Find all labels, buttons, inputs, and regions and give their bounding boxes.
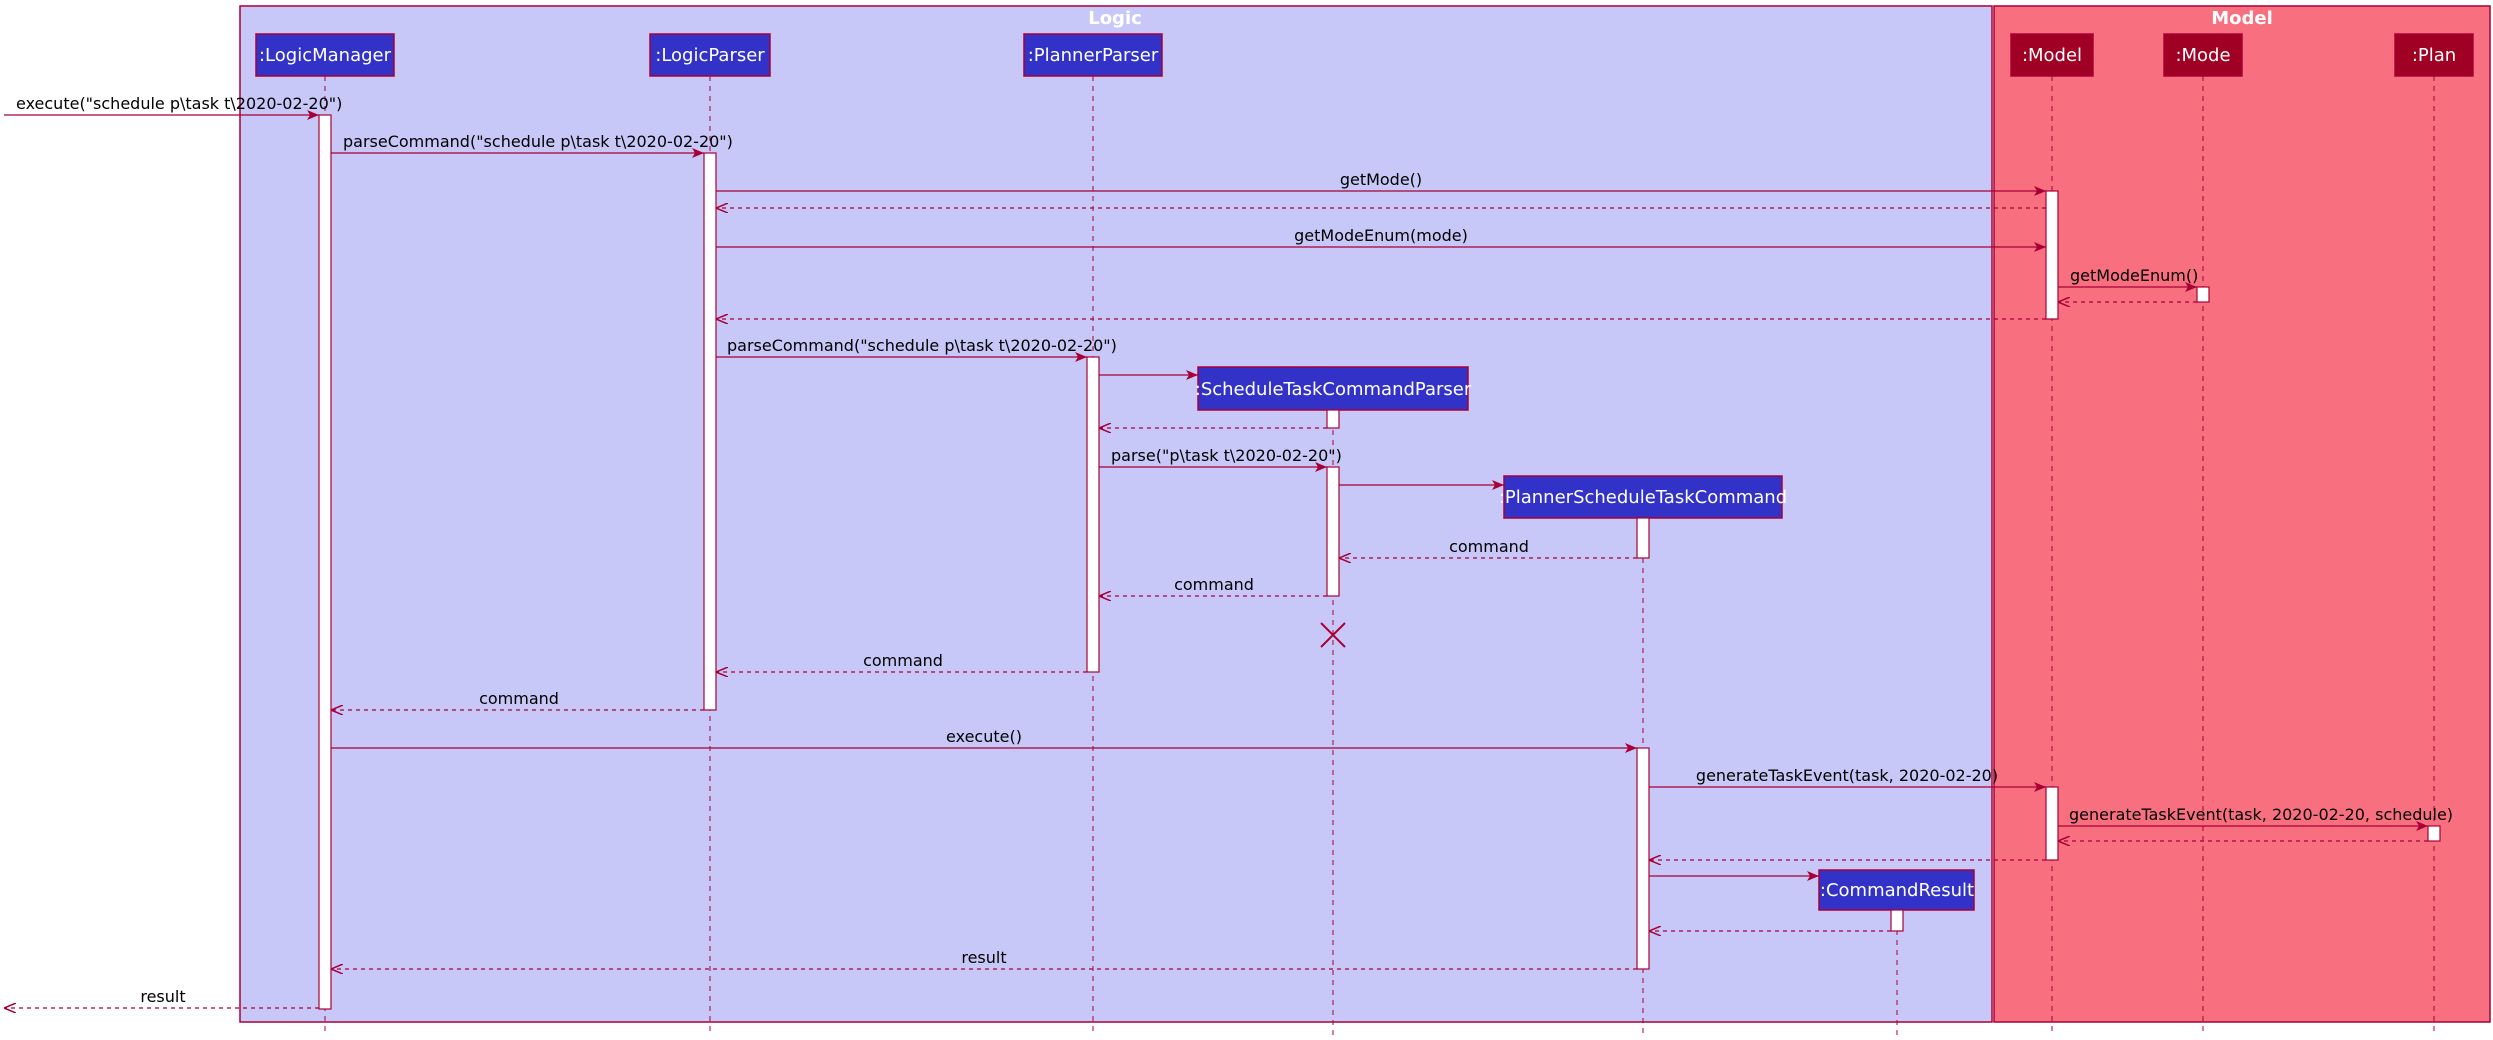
participant-schedule-task-command-parser: :ScheduleTaskCommandParser xyxy=(1195,366,1472,411)
message-parse-command-planner-label: parseCommand("schedule p\task t\2020-02-… xyxy=(727,336,1117,355)
activation-schedule-task-command-parser-create xyxy=(1326,409,1340,429)
frame-model-title: Model xyxy=(2211,8,2273,29)
message-get-mode-enum-mode-label: getModeEnum(mode) xyxy=(1294,226,1468,245)
message-parse-command-logic: parseCommand("schedule p\task t\2020-02-… xyxy=(331,132,733,158)
participant-schedule-task-command-parser-label: :ScheduleTaskCommandParser xyxy=(1195,379,1472,400)
message-get-mode: getMode() xyxy=(716,170,2046,196)
message-execute: execute() xyxy=(331,727,1637,753)
activation-model-generate xyxy=(2045,786,2059,861)
participant-mode-box xyxy=(2163,33,2243,77)
return-command-to-logic-manager: command xyxy=(331,689,704,710)
return-result-to-logic-manager-label: result xyxy=(961,948,1006,967)
participant-command-result-box xyxy=(1818,869,1975,911)
participant-plan-box xyxy=(2394,33,2474,77)
participant-planner-parser-box xyxy=(1023,33,1163,77)
return-command-to-planner-parser-label: command xyxy=(1174,575,1254,594)
activation-plan xyxy=(2427,825,2441,842)
participant-logic-parser-box xyxy=(649,33,771,77)
activation-logic-manager xyxy=(318,114,332,1010)
activation-command-result xyxy=(1890,909,1904,932)
return-command-to-logic-parser-label: command xyxy=(863,651,943,670)
participant-model-label: :Model xyxy=(2022,45,2082,66)
return-result-to-caller-label: result xyxy=(140,987,185,1006)
return-result-to-caller: result xyxy=(4,987,319,1008)
message-parse-label: parse("p\task t\2020-02-20") xyxy=(1111,446,1342,465)
participant-command-result-label: :CommandResult xyxy=(1820,880,1974,901)
participant-logic-manager-label: :LogicManager xyxy=(259,45,392,66)
participant-logic-manager: :LogicManager xyxy=(255,33,395,77)
frame-logic-title: Logic xyxy=(1088,8,1142,29)
message-get-mode-enum-mode: getModeEnum(mode) xyxy=(716,226,2046,252)
return-command-to-logic-manager-label: command xyxy=(479,689,559,708)
message-execute-schedule: execute("schedule p\task t\2020-02-20") xyxy=(4,94,342,120)
messages: execute("schedule p\task t\2020-02-20") … xyxy=(4,94,2453,1008)
message-generate-task-event-schedule-label: generateTaskEvent(task, 2020-02-20, sche… xyxy=(2069,805,2453,824)
participant-planner-schedule-task-command: :PlannerScheduleTaskCommand xyxy=(1499,475,1787,519)
message-get-mode-label: getMode() xyxy=(1340,170,1422,189)
activation-planner-parser xyxy=(1086,356,1100,673)
participant-plan: :Plan xyxy=(2394,33,2474,77)
participant-planner-parser-label: :PlannerParser xyxy=(1028,45,1159,66)
message-execute-schedule-label: execute("schedule p\task t\2020-02-20") xyxy=(16,94,342,113)
return-command-to-planner-parser: command xyxy=(1099,575,1327,596)
participant-planner-schedule-task-command-box xyxy=(1503,475,1783,519)
return-command-to-logic-parser: command xyxy=(716,651,1087,672)
message-parse-command-logic-label: parseCommand("schedule p\task t\2020-02-… xyxy=(343,132,733,151)
frame-model-background xyxy=(1993,5,2491,1023)
participant-logic-manager-box xyxy=(255,33,395,77)
activation-planner-schedule-task-command-execute xyxy=(1636,747,1650,970)
message-get-mode-enum: getModeEnum() xyxy=(2058,266,2198,292)
message-get-mode-enum-label: getModeEnum() xyxy=(2070,266,2198,285)
activation-mode xyxy=(2196,286,2210,303)
activation-schedule-task-command-parser-parse xyxy=(1326,466,1340,597)
message-execute-label: execute() xyxy=(946,727,1022,746)
participant-mode: :Mode xyxy=(2163,33,2243,77)
message-parse-command-planner: parseCommand("schedule p\task t\2020-02-… xyxy=(716,336,1117,362)
participant-plan-label: :Plan xyxy=(2412,45,2456,66)
destroy-mark-schedule-task-command-parser xyxy=(1320,622,1346,648)
return-command-to-parser: command xyxy=(1339,537,1637,558)
activation-logic-parser xyxy=(703,152,717,711)
participant-model: :Model xyxy=(2010,33,2094,77)
frame-model: Model xyxy=(1993,5,2491,1023)
participant-planner-schedule-task-command-label: :PlannerScheduleTaskCommand xyxy=(1499,487,1787,508)
participant-planner-parser: :PlannerParser xyxy=(1023,33,1163,77)
participant-schedule-task-command-parser-box xyxy=(1197,366,1469,411)
participant-mode-label: :Mode xyxy=(2175,45,2230,66)
participant-logic-parser-label: :LogicParser xyxy=(655,45,765,66)
return-result-to-logic-manager: result xyxy=(331,948,1637,969)
participant-model-box xyxy=(2010,33,2094,77)
message-generate-task-event: generateTaskEvent(task, 2020-02-20) xyxy=(1649,766,2046,792)
message-generate-task-event-schedule: generateTaskEvent(task, 2020-02-20, sche… xyxy=(2058,805,2453,831)
return-command-to-parser-label: command xyxy=(1449,537,1529,556)
participant-logic-parser: :LogicParser xyxy=(649,33,771,77)
activation-model-get-mode xyxy=(2045,190,2059,320)
activation-planner-schedule-task-command-create xyxy=(1636,517,1650,559)
message-generate-task-event-label: generateTaskEvent(task, 2020-02-20) xyxy=(1696,766,1998,785)
activations xyxy=(318,114,2441,1010)
message-parse: parse("p\task t\2020-02-20") xyxy=(1099,446,1342,472)
participant-command-result: :CommandResult xyxy=(1818,869,1975,911)
